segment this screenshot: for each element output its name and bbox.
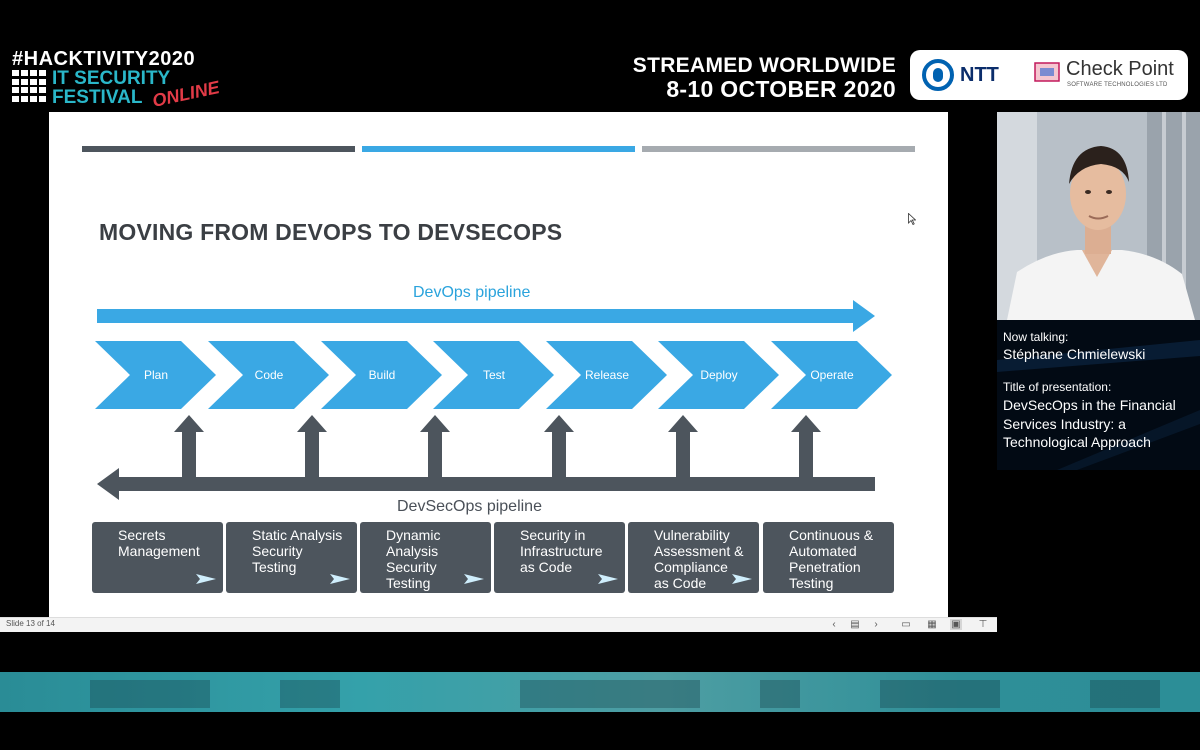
stage-chevron-build: Build [321,341,442,409]
stage-chevron-plan: Plan [95,341,216,409]
streamed-worldwide: STREAMED WORLDWIDE [632,54,896,77]
presentation-statusbar: Slide 13 of 14 ‹ ▤ › ▭ ▦ ▣ ⊤ [0,617,997,632]
logo-grid-icon [12,70,46,102]
stage-label-deploy: Deploy [700,368,737,382]
presentation-slide: MOVING FROM DEVOPS TO DEVSECOPS DevOps p… [49,112,948,617]
slide-accent-bar-grey [642,146,915,152]
stage-label-test: Test [483,368,506,382]
security-box-line: Analysis [386,543,438,559]
event-subtitle-1: IT SECURITY [52,68,171,89]
devops-pipeline-arrow [97,300,875,332]
hacktivity-logo: #HACKTIVITY2020 IT SECURITY FESTIVAL ONL… [12,48,221,111]
security-box-line: Testing [386,575,430,591]
security-box-line: Infrastructure [520,543,603,559]
presentation-title-label: Title of presentation: [1003,380,1112,394]
stage-label-code: Code [255,368,284,382]
security-box-line: Dynamic [386,527,440,543]
security-box-line: Management [118,543,200,559]
event-dates: 8-10 OCTOBER 2020 [666,76,896,102]
security-box-line: Automated [789,543,857,559]
stream-info: STREAMED WORLDWIDE 8-10 OCTOBER 2020 [633,54,896,103]
reading-view-icon[interactable]: ▣ [950,619,962,630]
speaker-name: Stéphane Chmielewski [1003,346,1146,362]
devsecops-pipeline-arrow [97,415,875,500]
stage-label-build: Build [369,368,396,382]
speaker-info-panel: Now talking: Stéphane Chmielewski Title … [997,320,1200,470]
stage-chevron-deploy: Deploy [658,341,779,409]
event-subtitle-2: FESTIVAL [52,87,143,108]
security-box-line: Testing [252,559,296,575]
now-talking-label: Now talking: [1003,330,1069,344]
stage-label-operate: Operate [810,368,854,382]
stage-label-plan: Plan [144,368,168,382]
normal-view-icon[interactable]: ▭ [901,619,911,630]
security-box-line: Testing [789,575,833,591]
security-box-line: Continuous & [789,527,874,543]
stage-label-release: Release [585,368,629,382]
speaker-photo [997,112,1200,320]
security-box-line: Vulnerability [654,527,730,543]
presentation-title: DevSecOps in the Financial Services Indu… [1003,397,1176,450]
check-point-sponsor: Check Point [1066,58,1174,80]
security-box-line: as Code [520,559,572,575]
security-box-line: Security in [520,527,585,543]
devsecops-pipeline-label: DevSecOps pipeline [397,498,542,515]
slide-counter: Slide 13 of 14 [6,619,55,628]
check-point-subtitle: SOFTWARE TECHNOLOGIES LTD [1067,82,1168,88]
security-box-line: Assessment & [654,543,744,559]
next-slide-icon[interactable]: › [874,619,878,630]
panel-background-graphic [997,340,1200,470]
security-box-line: Security [386,559,437,575]
slide-notes-icon[interactable]: ▤ [850,619,860,630]
security-box-line: Security [252,543,303,559]
security-box-line: Compliance [654,559,728,575]
security-box-line: Static Analysis [252,527,342,543]
mouse-cursor-icon [908,213,916,225]
slide-sorter-icon[interactable]: ▦ [927,619,937,630]
speaker-video [997,112,1200,320]
slide-title: MOVING FROM DEVOPS TO DEVSECOPS [99,219,563,245]
slideshow-icon[interactable]: ⊤ [978,619,988,630]
slide-accent-bar-dark [82,146,355,152]
stage-chevron-code: Code [208,341,329,409]
ntt-sponsor: NTT [960,64,999,86]
previous-slide-icon[interactable]: ‹ [832,619,836,630]
stage-chevron-release: Release [546,341,667,409]
stage-chevron-test: Test [433,341,554,409]
bottom-decorative-band [0,672,1200,712]
sponsor-panel: NTT Check Point SOFTWARE TECHNOLOGIES LT… [910,50,1188,100]
security-box-line: Secrets [118,527,165,543]
slide-accent-bar-blue [362,146,635,152]
event-header: #HACKTIVITY2020 IT SECURITY FESTIVAL ONL… [0,0,1200,111]
devops-pipeline-label: DevOps pipeline [413,284,531,301]
event-hashtag: #HACKTIVITY2020 [12,48,196,70]
security-box-line: Penetration [789,559,861,575]
security-box-line: as Code [654,575,706,591]
check-point-logo-icon [1034,62,1060,82]
ntt-logo-icon [922,59,954,91]
stage-chevron-operate: Operate [771,341,892,409]
